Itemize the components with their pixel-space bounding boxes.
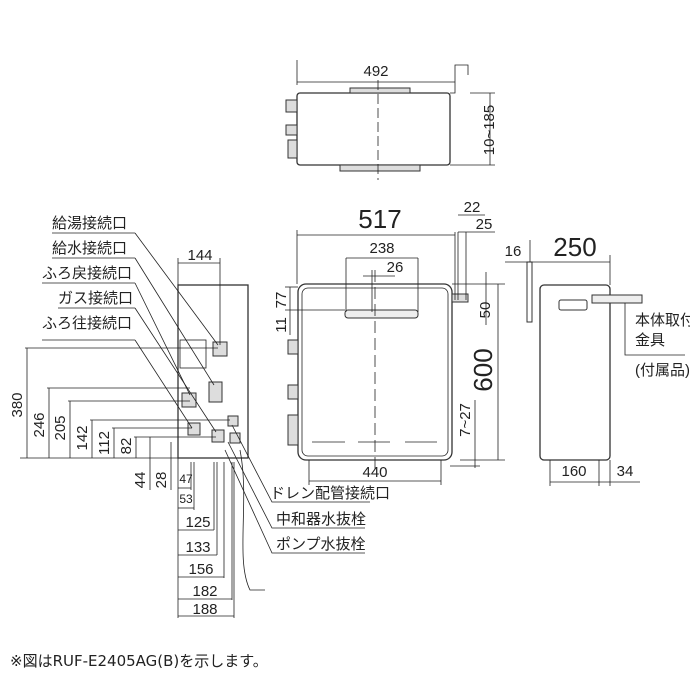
side-foot-span-dim: 160 — [561, 463, 586, 480]
bracket-label-2: 金具 — [635, 332, 665, 349]
pump-drain-plug-label: ポンプ水抜栓 — [276, 536, 366, 553]
bottom-133-dim: 133 — [185, 539, 210, 556]
left-view: 144 給湯接続口 給水接続口 ふろ戻接続口 ガス接続口 ふろ往接続口 380 … — [9, 215, 390, 618]
bracket-label-1: 本体取付 — [635, 312, 690, 329]
bottom-188-dim: 188 — [192, 601, 217, 618]
front-width-dim: 517 — [358, 204, 401, 234]
height-44-dim: 44 — [132, 472, 149, 489]
height-28-dim: 28 — [153, 472, 170, 489]
model-note: ※図はRUF-E2405AG(B)を示します。 — [10, 652, 268, 670]
height-82-dim: 82 — [118, 438, 135, 455]
bottom-53-dim: 53 — [179, 492, 193, 506]
bracket-range-dim: 10~185 — [481, 105, 498, 155]
drain-connection-label: ドレン配管接続口 — [270, 485, 390, 502]
side-view: 250 16 本体取付 金具 (付属品) 160 34 — [505, 232, 690, 486]
side-depth-dim: 250 — [553, 232, 596, 262]
height-380-dim: 380 — [9, 392, 26, 417]
bracket-b-dim: 25 — [476, 216, 493, 233]
top-offset-b-dim: 77 — [273, 292, 290, 309]
foot-span-dim: 440 — [362, 464, 387, 481]
height-142-dim: 142 — [74, 425, 91, 450]
hot-water-connection-label: 給湯接続口 — [52, 215, 127, 232]
gas-connection-label: ガス接続口 — [58, 290, 133, 307]
bath-return-connection-label: ふろ戻接続口 — [42, 265, 132, 282]
bottom-125-dim: 125 — [185, 514, 210, 531]
foot-range-dim: 7~27 — [457, 403, 474, 437]
bottom-182-dim: 182 — [192, 583, 217, 600]
side-offset-dim: 16 — [505, 243, 522, 260]
front-view: 517 22 25 238 26 50 600 77 11 7~27 — [273, 199, 505, 485]
water-supply-connection-label: 給水接続口 — [52, 240, 127, 257]
height-246-dim: 246 — [31, 412, 48, 437]
side-foot-offset-dim: 34 — [617, 463, 634, 480]
height-112-dim: 112 — [96, 431, 113, 455]
bracket-height-dim: 50 — [477, 302, 494, 319]
bottom-47-dim: 47 — [179, 472, 193, 486]
bracket-label-3: (付属品) — [635, 362, 690, 379]
handle-width-dim: 238 — [369, 240, 394, 257]
top-view: 492 10~185 — [285, 60, 498, 180]
handle-offset-dim: 26 — [387, 259, 404, 276]
front-height-dim: 600 — [468, 348, 498, 391]
left-width-dim: 144 — [187, 247, 212, 264]
bath-supply-connection-label: ふろ往接続口 — [42, 315, 132, 332]
top-width-dim: 492 — [363, 63, 388, 80]
bottom-156-dim: 156 — [188, 561, 213, 578]
bracket-a-dim: 22 — [464, 199, 481, 216]
height-205-dim: 205 — [52, 415, 69, 440]
neutralizer-drain-plug-label: 中和器水抜栓 — [276, 511, 366, 528]
top-offset-a-dim: 11 — [273, 317, 290, 333]
